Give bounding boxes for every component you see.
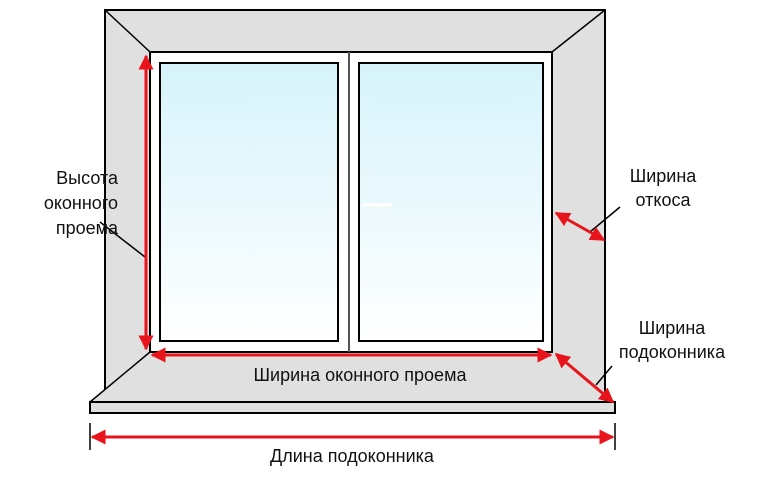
left-glass [159,62,339,342]
label-sill-width-2: подоконника [619,342,726,362]
reveal-width-arrow [554,211,606,242]
label-opening-height-2: оконного [44,193,118,213]
label-reveal-width-1: Ширина [630,166,698,186]
label-sill-length: Длина подоконника [270,446,435,466]
sill-top [90,352,615,402]
reveal-corner-line [551,9,606,53]
sill-edge-line [89,351,151,403]
leader-line-height [99,221,146,258]
label-sill-width-1: Ширина [639,318,707,338]
label-opening-height-3: проема [56,218,119,238]
sill-width-arrow [554,352,615,404]
label-reveal-width-2: откоса [636,190,692,210]
reveal-corner-line [104,9,151,53]
label-opening-width: Ширина оконного проема [254,365,468,385]
windowsill [89,401,616,414]
right-glass [358,62,544,342]
label-opening-height-1: Высота [56,168,119,188]
